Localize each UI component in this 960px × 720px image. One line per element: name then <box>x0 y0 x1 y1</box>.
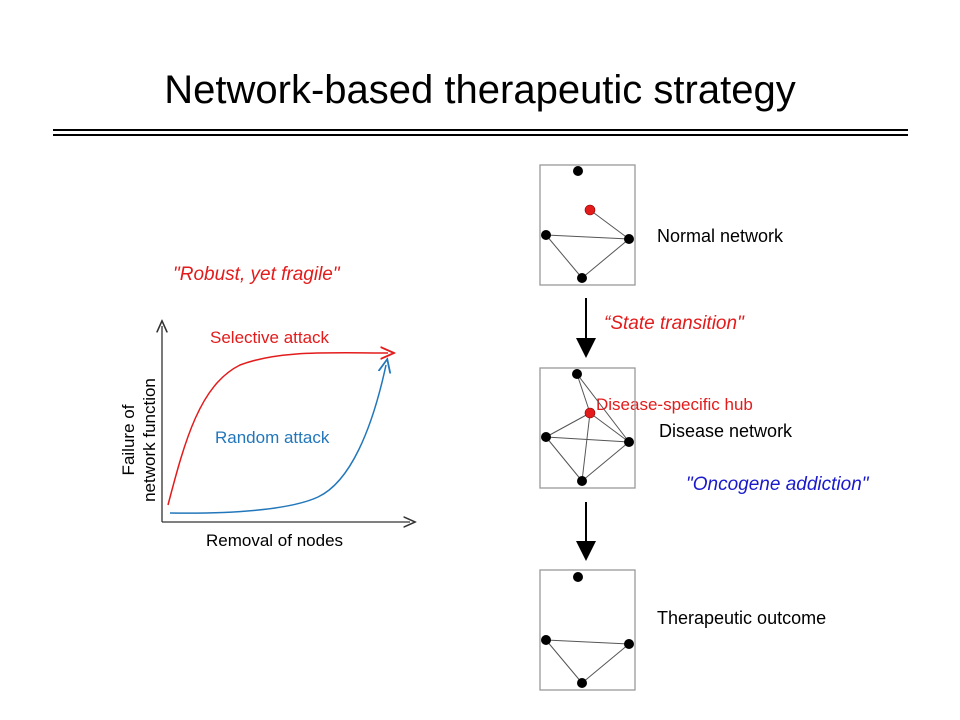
disease-hub-node <box>584 407 596 419</box>
disease-network-label: Disease network <box>659 421 793 441</box>
network-node <box>577 476 587 486</box>
hub-node <box>584 204 596 216</box>
network-node <box>541 432 551 442</box>
network-node <box>624 437 634 447</box>
therapeutic-network <box>539 569 636 691</box>
network-node <box>541 635 551 645</box>
normal-network-box <box>539 164 636 286</box>
state-transition-label: “State transition" <box>604 313 744 334</box>
normal-network <box>539 164 636 286</box>
normal-network-label: Normal network <box>657 226 784 246</box>
robust-fragile-caption: "Robust, yet fragile" <box>173 264 340 285</box>
random-attack-curve <box>169 365 386 514</box>
oncogene-addiction-label: "Oncogene addiction" <box>686 474 869 495</box>
title-rule-top <box>53 129 908 131</box>
slide-title: Network-based therapeutic strategy <box>164 68 796 112</box>
network-node <box>624 639 634 649</box>
disease-network <box>539 367 636 489</box>
random-attack-label: Random attack <box>215 428 330 447</box>
title-rule-bottom <box>53 134 908 136</box>
selective-attack-label: Selective attack <box>210 328 330 347</box>
network-node <box>573 572 583 582</box>
therapeutic-outcome-label: Therapeutic outcome <box>657 608 827 628</box>
plot-axes <box>162 326 410 522</box>
x-axis-label: Removal of nodes <box>206 531 344 550</box>
network-node <box>572 369 582 379</box>
selective-attack-curve <box>167 353 388 506</box>
network-node <box>577 678 587 688</box>
network-node <box>577 273 587 283</box>
network-node <box>573 166 583 176</box>
disease-network-box <box>539 367 636 489</box>
network-node <box>624 234 634 244</box>
network-node <box>541 230 551 240</box>
therapeutic-network-box <box>539 569 636 691</box>
